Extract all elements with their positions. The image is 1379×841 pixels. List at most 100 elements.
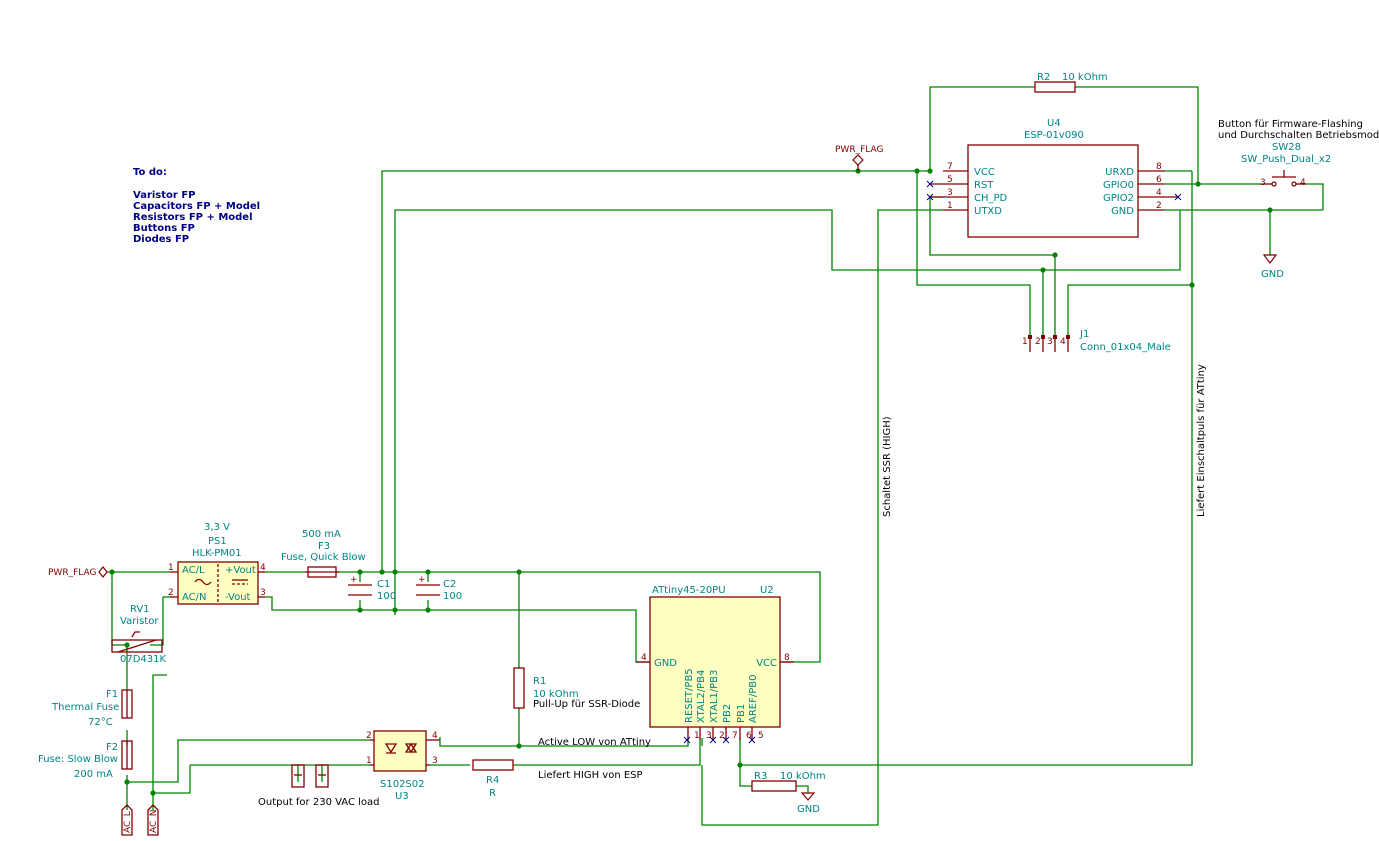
resistor-r4[interactable]: R4 R [472,759,514,799]
j1-pin-3: 3 [1047,337,1053,347]
u4-pin-8-num: 8 [1156,162,1162,172]
ac-l-label: AC_L [121,804,133,836]
j1-ref: J1 [1079,329,1089,340]
u2-pin-7-num: 7 [732,731,738,741]
label-liefert-high: Liefert HIGH von ESP [538,770,643,781]
u4-pin-2-num: 2 [1156,201,1162,211]
c1-value: 100 [377,591,396,602]
rv1-value: Varistor [120,616,159,627]
u4-pin-4-num: 4 [1156,188,1162,198]
gnd-r3-label: GND [797,804,820,815]
fuse-f2[interactable]: F2 Fuse: Slow Blow 200 mA [38,740,133,780]
f2-note: 200 mA [74,769,113,780]
connector-j1[interactable]: 1 2 3 4 J1 Conn_01x04_Male [1022,329,1171,353]
fuse-f1[interactable]: F1 Thermal Fuse 72°C [51,689,133,728]
f1-value: Thermal Fuse [51,702,119,713]
u2-ref: U2 [760,585,774,596]
ic-u2-attiny[interactable]: ATtiny45-20PU U2 GND VCC 4 8 RESET/PB5 X… [636,585,794,744]
f2-ref: F2 [106,742,118,753]
todo-item-5: Diodes FP [133,234,189,245]
r1-desc: Pull-Up für SSR-Diode [533,699,640,710]
sw28-ref: SW28 [1272,142,1301,153]
u4-pin-5-num: 5 [947,175,953,185]
output-connectors: Output for 230 VAC load [258,764,380,808]
u3-pin-3: 3 [432,756,438,766]
sw28-pin-4: 4 [1300,178,1306,188]
ssr-u3[interactable]: 2 4 1 3 S102S02 U3 [366,730,440,802]
u4-pin-vcc: VCC [974,167,995,178]
u2-value: ATtiny45-20PU [652,585,726,596]
capacitor-c2[interactable]: + C2 100 [416,575,462,602]
u4-pin-urxd: URXD [1105,167,1134,178]
pwr-flag-top[interactable]: PWR_FLAG [835,145,883,171]
pwr-flag-top-label: PWR_FLAG [835,145,883,155]
u2-pin-4-num: 4 [641,653,647,663]
todo-notes: To do: Varistor FP Capacitors FP + Model… [133,167,260,245]
label-active-low: Active LOW von ATtiny [538,737,651,748]
u3-ref: U3 [395,791,409,802]
u2-pin-5-num: 5 [758,731,764,741]
u2-pin-pb2: PB2 [722,704,733,723]
capacitor-c1[interactable]: + C1 100 [348,575,396,602]
todo-item-1: Varistor FP [133,190,195,201]
f3-note: 500 mA [302,529,341,540]
r2-ref: R2 [1037,72,1050,83]
u2-pin-aref: AREF/PB0 [748,675,759,723]
j1-pin-2: 2 [1035,337,1041,347]
r1-value: 10 kOhm [533,689,579,700]
ps1-ref: PS1 [208,536,227,547]
u4-pin-7-num: 7 [947,162,953,172]
u2-pin-xtal1: XTAL1/PB3 [709,670,720,723]
c2-value: 100 [443,591,462,602]
r3-ref: R3 [754,771,767,782]
fuse-f3[interactable]: 500 mA F3 Fuse, Quick Blow [281,529,366,578]
u2-pin-xtal2: XTAL2/PB4 [696,670,707,723]
u4-value: ESP-01v090 [1024,130,1084,141]
sw28-value: SW_Push_Dual_x2 [1241,154,1331,165]
u4-pin-utxd: UTXD [974,206,1002,217]
u4-pin-3-num: 3 [947,188,953,198]
resistor-r1[interactable]: R1 10 kOhm Pull-Up für SSR-Diode [513,667,640,710]
u2-pin-3-num: 3 [706,731,712,741]
no-connect-marks [926,180,1182,201]
j1-value: Conn_01x04_Male [1080,342,1171,353]
r1-ref: R1 [533,676,546,687]
ps1-pin-acn: AC/N [182,592,207,603]
label-liefert-einschalt: Liefert Einschaltpuls für ATtiny [1196,364,1207,517]
ic-u4-esp[interactable]: U4 ESP-01v090 7 5 3 1 VCC RST CH_PD UTXD… [926,118,1182,238]
u2-pin-2-num: 2 [719,731,725,741]
u4-pin-6-num: 6 [1156,175,1162,185]
svg-text:+: + [350,575,358,585]
u2-pin-8-num: 8 [784,653,790,663]
ps1-pin-4: 4 [260,563,266,573]
r2-value: 10 kOhm [1062,72,1108,83]
ps1-pin-acl: AC/L [182,565,205,576]
f3-value: Fuse, Quick Blow [281,552,366,563]
switch-sw28[interactable]: Button für Firmware-Flashing und Durchsc… [1218,119,1379,188]
ac-l-text: AC_L [123,811,133,833]
gnd-symbol-r3: GND [797,792,820,815]
ps1-pin-vplus: +Vout [225,565,256,576]
u2-pin-vcc: VCC [756,658,777,669]
u2-pin-reset: RESET/PB5 [684,668,695,723]
u4-pin-1-num: 1 [947,201,953,211]
ps1-value: HLK-PM01 [192,548,242,559]
resistor-r2[interactable]: R2 10 kOhm [1034,72,1108,93]
u2-pin-6-num: 6 [746,731,752,741]
todo-item-2: Capacitors FP + Model [133,201,260,212]
sw28-pin-3: 3 [1260,178,1266,188]
u2-pin-pb1: PB1 [736,704,747,723]
power-module-ps1[interactable]: 3,3 V PS1 HLK-PM01 AC/L AC/N +Vout -Vout… [168,522,266,605]
output-load-label: Output for 230 VAC load [258,797,380,808]
ps1-note: 3,3 V [204,522,230,533]
todo-title: To do: [133,167,167,178]
f2-value: Fuse: Slow Blow [38,754,118,765]
ac-n-text: AC_N [149,809,159,833]
f1-note: 72°C [88,717,113,728]
pwr-flag-left[interactable]: PWR_FLAG [48,566,108,578]
j1-pin-1: 1 [1022,337,1028,347]
resistor-r3[interactable]: R3 10 kOhm [751,771,826,792]
u4-pin-gpio2: GPIO2 [1103,193,1134,204]
varistor-rv1[interactable]: RV1 Varistor 07D431K [111,604,167,665]
